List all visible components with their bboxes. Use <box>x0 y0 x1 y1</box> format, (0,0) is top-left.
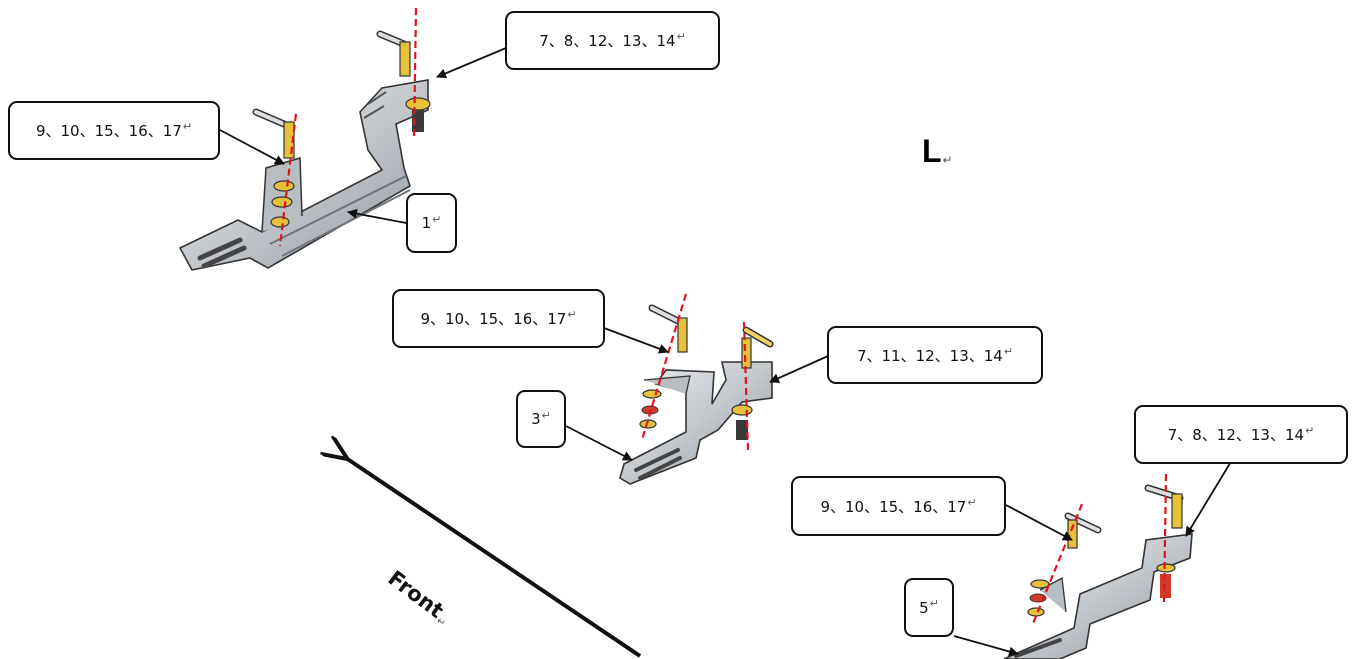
callout-part-5: 5↵ <box>904 578 954 637</box>
bracket-1-hardware <box>252 7 431 247</box>
front-direction-arrow <box>346 458 642 658</box>
callout-top-left-bolts: 9、10、15、16、17↵ <box>8 101 220 160</box>
callout-middle-right-bolts: 7、11、12、13、14↵ <box>827 326 1043 384</box>
callout-label: 9、10、15、16、17 <box>420 310 567 328</box>
callout-part-3: 3↵ <box>516 390 566 448</box>
side-label: L↵ <box>922 133 953 169</box>
leader-lines <box>219 47 1233 657</box>
callout-part-1: 1↵ <box>406 193 457 253</box>
callout-middle-left-bolts: 9、10、15、16、17↵ <box>392 289 605 348</box>
callout-label: 9、10、15、16、17 <box>35 122 182 140</box>
callout-label: 7、8、12、13、14 <box>1167 426 1305 444</box>
callout-label: 5 <box>919 598 929 617</box>
callout-bottom-right-bolts: 7、8、12、13、14↵ <box>1134 405 1348 464</box>
callout-label: 1 <box>421 214 432 232</box>
callout-top-right-bolts: 7、8、12、13、14↵ <box>505 11 720 70</box>
callout-label: 3 <box>531 410 541 428</box>
bracket-3-hardware <box>639 293 774 453</box>
callout-label: 7、11、12、13、14 <box>856 346 1003 365</box>
callout-label: 7、8、12、13、14 <box>539 32 676 50</box>
callout-bottom-left-bolts: 9、10、15、16、17↵ <box>791 476 1006 536</box>
callout-label: 9、10、15、16、17 <box>820 497 967 516</box>
bracket-1 <box>178 79 429 271</box>
